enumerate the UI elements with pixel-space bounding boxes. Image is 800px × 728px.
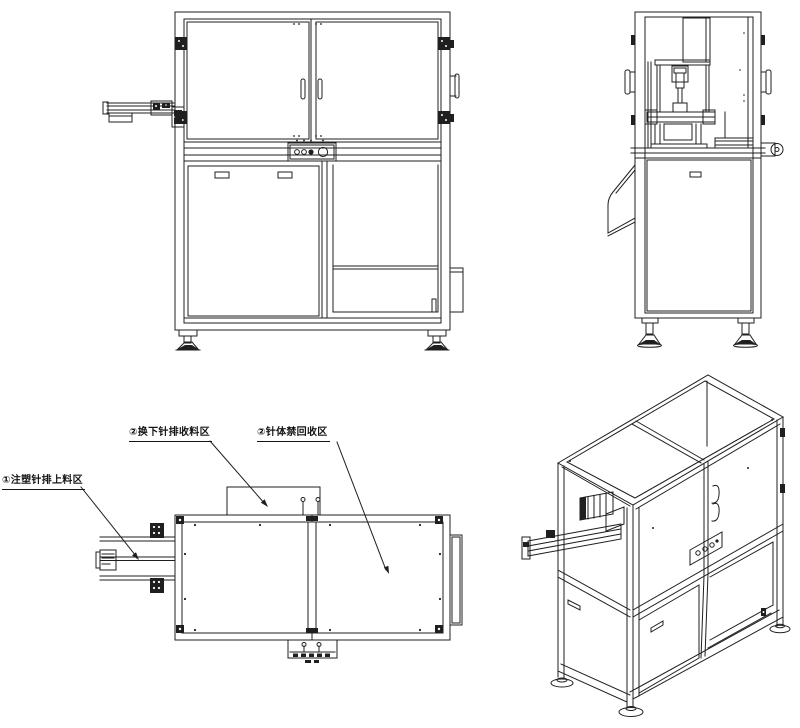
isometric-view-drawing [521,374,791,717]
iso-shelf-bolt [761,608,766,616]
iso-upper-doors [703,461,720,577]
side-table-and-knob [630,142,784,159]
front-lower-cabinet [187,160,464,319]
top-main-table [174,514,451,641]
front-frame [174,11,460,331]
iso-roof [556,374,785,506]
iso-feet [550,616,791,717]
side-hinges [631,32,765,125]
arrowhead-3 [383,565,389,574]
iso-control-panel [689,531,723,566]
iso-lower-cabinet [567,541,774,694]
power-button [308,149,314,155]
side-press-mechanism [644,17,754,149]
top-operator-box [287,639,338,663]
front-view-drawing [102,11,464,351]
iso-feed-arm [521,491,625,560]
top-collection-box [226,486,321,516]
arrowhead-2 [260,499,268,507]
side-lower-cabinet [646,159,752,312]
top-feed-arm [95,523,176,593]
leader-lines [80,440,389,574]
annotation-label-removed-collect-area: ②换下针排收料区 [129,427,212,442]
iso-frame-posts [557,380,784,703]
arrowhead-1 [132,552,139,560]
front-feet [175,329,450,351]
top-corner-brackets [176,516,443,633]
front-hinges [175,23,454,137]
annotation-label-recycle-area: ②针体禁回收区 [257,427,330,442]
annotation-label-loading-area: ①注塑针排上料区 [2,475,85,490]
side-chute-plate [607,164,636,237]
iso-right-hinges [569,419,785,529]
side-feet [637,317,758,348]
front-control-panel [287,139,337,162]
side-view-drawing [607,11,784,348]
front-feed-arm [102,100,185,128]
top-right-panel [449,534,463,626]
top-view-drawing [80,440,463,663]
